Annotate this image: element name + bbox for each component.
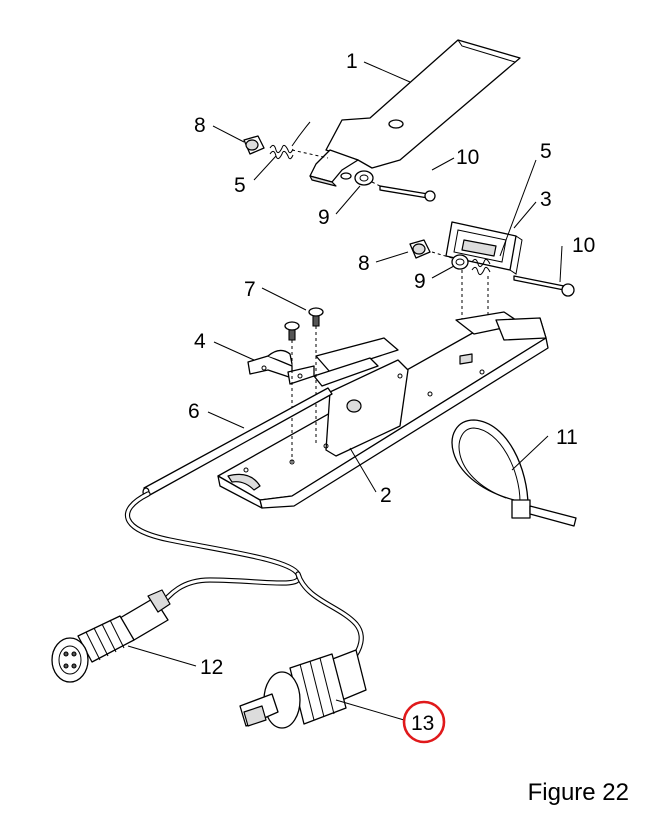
connector-cable — [125, 491, 364, 663]
callout-9-upper: 9 — [318, 206, 330, 229]
callout-4: 4 — [194, 330, 206, 353]
part-12-connector — [51, 589, 171, 683]
part-11-cable-tie — [451, 419, 577, 527]
callout-3: 3 — [540, 188, 552, 211]
callout-5-lower: 5 — [234, 174, 246, 197]
figure-caption: Figure 22 — [527, 779, 629, 806]
callout-13: 13 — [411, 712, 434, 735]
part-4-bracket — [247, 349, 315, 385]
part-13-plug-connector — [239, 649, 367, 729]
part-1-cover-plate — [309, 39, 521, 187]
callout-6: 6 — [188, 400, 200, 423]
callout-11: 11 — [556, 426, 578, 449]
leader-lines — [127, 61, 563, 721]
callout-1: 1 — [346, 50, 358, 73]
callout-9-lower: 9 — [414, 270, 426, 293]
part-2-base — [217, 311, 549, 509]
callout-13-highlight-ring — [402, 700, 446, 744]
callout-8-upper: 8 — [194, 114, 206, 137]
callout-7: 7 — [244, 278, 256, 301]
callout-labels: 1 2 3 4 5 5 6 7 8 8 9 9 10 10 11 12 13 — [188, 50, 595, 744]
part-1-hardware — [243, 121, 436, 202]
callout-5-upper: 5 — [540, 140, 552, 163]
part-7-screws — [284, 307, 324, 464]
callout-10-upper: 10 — [456, 146, 479, 169]
callout-2: 2 — [380, 484, 392, 507]
callout-10-lower: 10 — [572, 234, 595, 257]
callout-12: 12 — [200, 656, 223, 679]
part-3-hardware — [409, 239, 575, 320]
callout-8-lower: 8 — [358, 252, 370, 275]
